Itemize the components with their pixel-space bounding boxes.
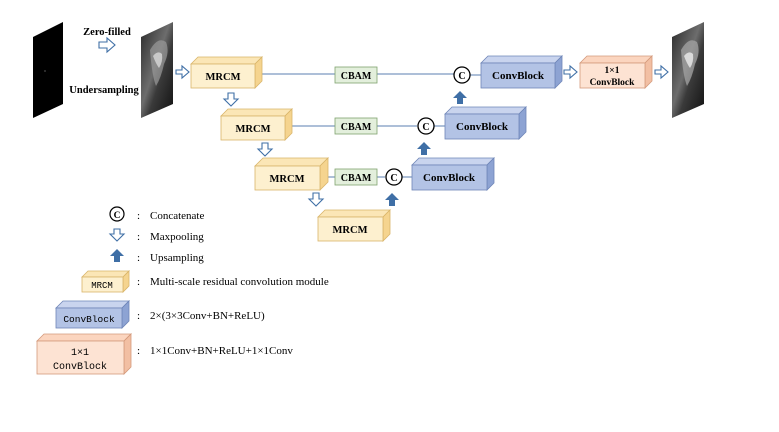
legend-separator: :: [137, 276, 140, 288]
maxpooling-arrow-icon: [307, 192, 325, 207]
mrcm-label: MRCM: [236, 124, 271, 135]
maxpooling-arrow-icon: [222, 92, 240, 107]
svg-text:C: C: [114, 211, 121, 221]
final-label-line2: ConvBlock: [590, 78, 636, 88]
hollow-arrow-right-icon: [175, 64, 190, 80]
hollow-arrow-right-icon: [654, 64, 669, 80]
legend-maxpooling-text: Maxpooling: [150, 231, 204, 243]
final-label-line1: 1×1: [605, 66, 620, 76]
legend-mrcm-desc: Multi-scale residual convolution module: [150, 276, 329, 288]
reconstructed-mri-image: [672, 22, 704, 118]
legend-final-desc: 1×1Conv+BN+ReLU+1×1Conv: [150, 345, 293, 357]
convblock-label: ConvBlock: [423, 172, 476, 184]
svg-text:MRCM: MRCM: [91, 281, 113, 291]
legend-separator: :: [137, 210, 140, 222]
hollow-arrow-right-icon: [563, 64, 578, 80]
convblock-label: ConvBlock: [492, 70, 545, 82]
mrcm-label: MRCM: [270, 174, 305, 185]
legend-upsampling-icon: [110, 249, 124, 262]
legend-mrcm-box: MRCM: [81, 270, 130, 293]
legend-concatenate-text: Concatenate: [150, 210, 204, 222]
svg-text:1×1: 1×1: [71, 348, 89, 359]
cbam-block-level-2: CBAM: [334, 117, 378, 135]
legend-separator: :: [137, 310, 140, 322]
mrcm-label: MRCM: [206, 72, 241, 83]
cbam-block-level-3: CBAM: [334, 168, 378, 186]
svg-text:C: C: [390, 173, 397, 184]
legend-separator: :: [137, 252, 140, 264]
legend-upsampling-text: Upsampling: [150, 252, 204, 264]
legend-maxpooling-icon: [108, 228, 126, 242]
maxpooling-arrow-icon: [256, 142, 274, 157]
svg-text:ConvBlock: ConvBlock: [53, 361, 107, 373]
zero-filled-label: Zero-filled: [83, 27, 131, 38]
cbam-label: CBAM: [341, 122, 372, 133]
legend: C : Concatenate : Maxpooling : Upsamplin…: [36, 206, 329, 375]
convblock-decoder-level-2: ConvBlock: [444, 106, 527, 140]
legend-separator: :: [137, 345, 140, 357]
mrcm-block-bottleneck: MRCM: [317, 209, 391, 242]
concatenate-icon: C: [385, 168, 403, 186]
undersampled-input-image: [33, 22, 63, 118]
cbam-label: CBAM: [341, 71, 372, 82]
zero-filled-mri-image: [141, 22, 173, 118]
legend-separator: :: [137, 231, 140, 243]
legend-convblock-desc: 2×(3×3Conv+BN+ReLU): [150, 310, 265, 322]
convblock-decoder-level-1: ConvBlock: [480, 55, 563, 89]
cbam-block-level-1: CBAM: [334, 66, 378, 84]
legend-final-box: 1×1 ConvBlock: [36, 333, 132, 375]
upsampling-arrow-icon: [417, 142, 431, 155]
final-1x1-convblock: 1×1 ConvBlock: [579, 55, 653, 89]
mrcm-block-level-1: MRCM: [190, 56, 263, 89]
cbam-label: CBAM: [341, 173, 372, 184]
convblock-decoder-level-3: ConvBlock: [411, 157, 495, 191]
svg-text:C: C: [458, 71, 465, 82]
convblock-label: ConvBlock: [456, 121, 509, 133]
undersampling-label: Undersampling: [69, 85, 139, 96]
mrcm-block-level-3: MRCM: [254, 157, 329, 191]
hollow-arrow-right-icon: [98, 36, 116, 54]
mrcm-label: MRCM: [333, 225, 368, 236]
svg-text:C: C: [422, 122, 429, 133]
legend-convblock-box: ConvBlock: [55, 300, 130, 329]
concatenate-icon: C: [453, 66, 471, 84]
concatenate-icon: C: [417, 117, 435, 135]
upsampling-arrow-icon: [385, 193, 399, 206]
mrcm-block-level-2: MRCM: [220, 108, 293, 141]
svg-text:ConvBlock: ConvBlock: [63, 314, 115, 325]
upsampling-arrow-icon: [453, 91, 467, 104]
legend-concatenate-icon: C: [109, 206, 125, 222]
